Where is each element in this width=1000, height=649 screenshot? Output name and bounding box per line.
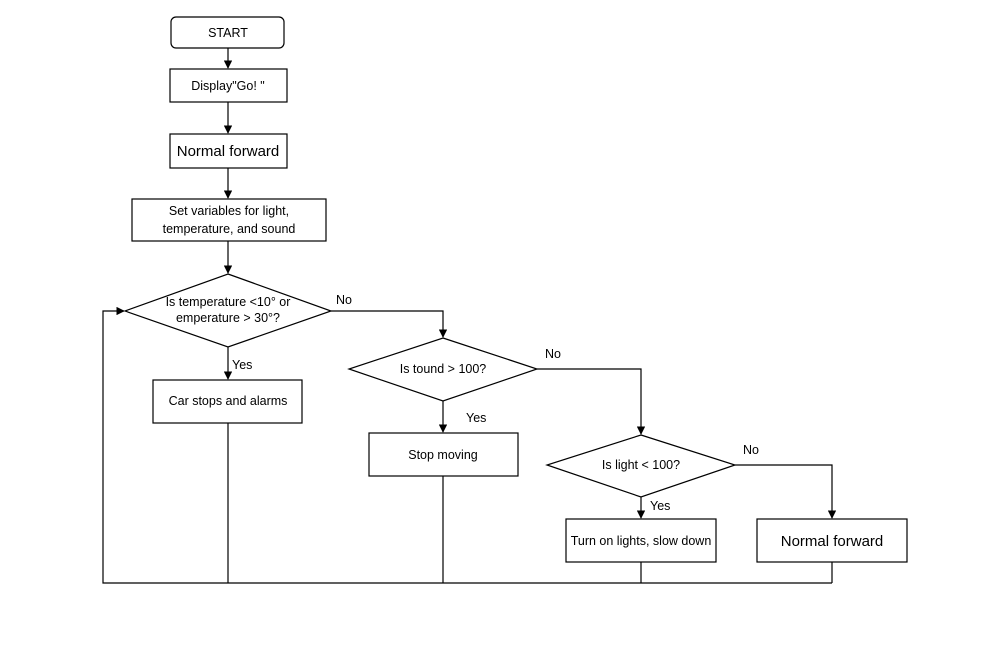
stop-moving-node bbox=[368, 432, 519, 477]
set-variables-label-line1: Set variables for light, bbox=[169, 204, 289, 218]
start-node bbox=[170, 16, 285, 49]
edge-labels: No Yes No Yes No Yes bbox=[232, 293, 759, 513]
edge-loop-back bbox=[102, 306, 832, 584]
light-check-label: Is light < 100? bbox=[602, 458, 680, 472]
temp-no-label: No bbox=[336, 293, 352, 307]
stop-moving-label: Stop moving bbox=[408, 448, 478, 462]
temperature-check-label-line2: emperature > 30°? bbox=[176, 311, 280, 325]
edge-lightcheck-no bbox=[735, 464, 837, 519]
normal-forward-label-1: Normal forward bbox=[177, 143, 280, 160]
display-go-node bbox=[169, 68, 288, 103]
temperature-check-decision bbox=[123, 273, 333, 348]
edge-soundcheck-no bbox=[537, 368, 646, 435]
temperature-check-label-line1: Is temperature <10° or bbox=[166, 295, 291, 309]
light-no-label: No bbox=[743, 443, 759, 457]
set-variables-node bbox=[131, 198, 327, 242]
turn-on-lights-label: Turn on lights, slow down bbox=[571, 534, 712, 548]
light-yes-label: Yes bbox=[650, 499, 670, 513]
sound-no-label: No bbox=[545, 347, 561, 361]
car-stops-node bbox=[152, 379, 303, 424]
normal-forward-label-2: Normal forward bbox=[781, 533, 884, 550]
start-label: START bbox=[208, 26, 248, 40]
temp-yes-label: Yes bbox=[232, 358, 252, 372]
normal-forward-node-1 bbox=[169, 133, 288, 169]
display-go-label: Display"Go! " bbox=[191, 79, 264, 93]
sound-yes-label: Yes bbox=[466, 411, 486, 425]
nodes: START Display"Go! " Normal forward Set v… bbox=[123, 16, 908, 563]
edges bbox=[102, 48, 837, 584]
set-variables-label-line2: temperature, and sound bbox=[163, 222, 296, 236]
sound-check-decision bbox=[347, 337, 539, 402]
sound-check-label: Is tound > 100? bbox=[400, 362, 487, 376]
car-stops-label: Car stops and alarms bbox=[169, 394, 288, 408]
normal-forward-node-2 bbox=[756, 518, 908, 563]
edge-tempcheck-no bbox=[331, 310, 448, 338]
light-check-decision bbox=[545, 434, 737, 498]
turn-on-lights-node bbox=[565, 518, 717, 563]
